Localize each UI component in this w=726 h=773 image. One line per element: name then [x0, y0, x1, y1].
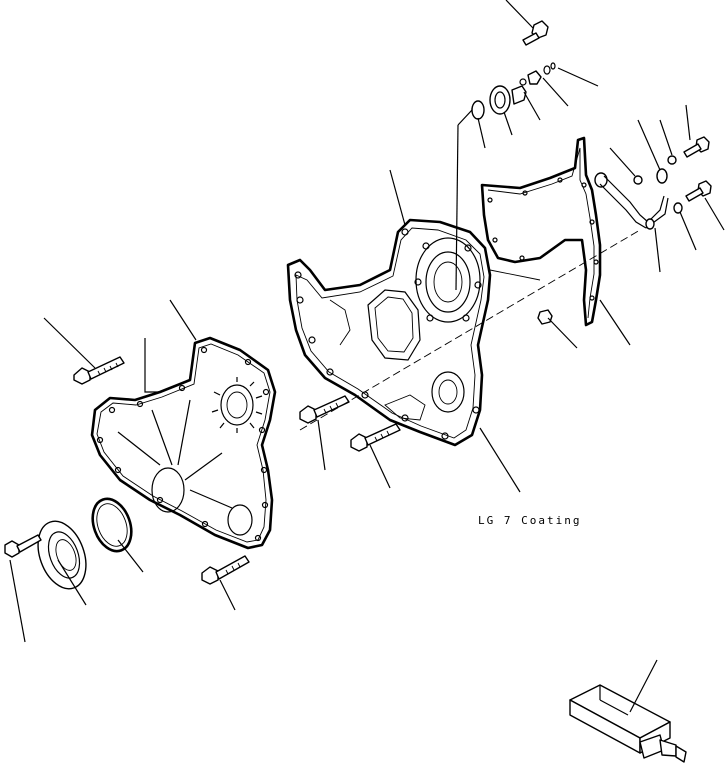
- adapter-fitting: [471, 62, 556, 120]
- bolt-housing-a: [299, 395, 350, 424]
- timing-case-housing: [286, 218, 492, 447]
- plug-housing: [537, 309, 553, 325]
- bolt-right-upper: [683, 136, 710, 158]
- breather-tube: [594, 155, 683, 230]
- front-oil-seal: [37, 520, 87, 590]
- leader-lines: [9, 0, 725, 713]
- bolt-top: [522, 20, 549, 46]
- bolt-left: [73, 356, 125, 385]
- bolt-right-lower: [685, 180, 712, 202]
- bolt-front-cover-lower: [201, 555, 250, 585]
- adhesive-tube: [569, 684, 687, 763]
- bolt-seal: [4, 534, 42, 558]
- coating-note: LG 7 Coating: [478, 514, 581, 527]
- bolt-housing-b: [350, 423, 401, 452]
- o-ring-seal: [91, 497, 133, 553]
- housing-gasket: [480, 136, 602, 327]
- assembly-centerline: [299, 229, 641, 431]
- front-cover-gasket: [90, 336, 277, 550]
